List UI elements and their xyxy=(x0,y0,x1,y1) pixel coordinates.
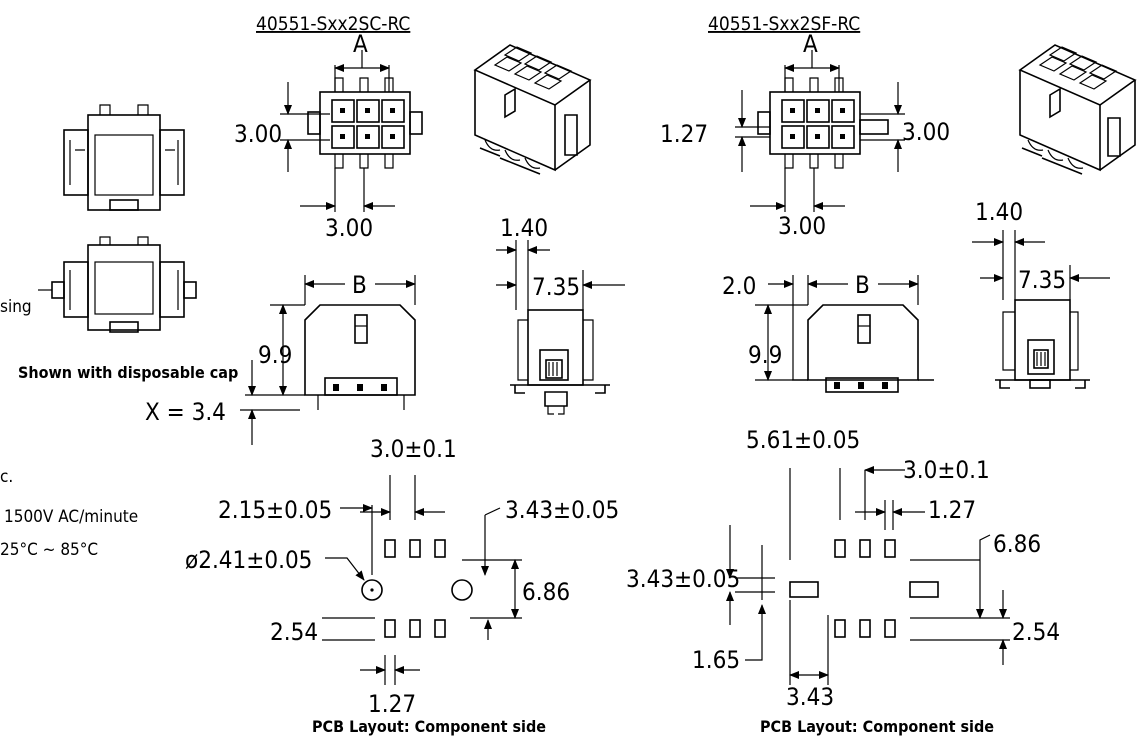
pcb-left-d-686: 6.86 xyxy=(522,578,570,606)
right-connector-iso-view xyxy=(1018,44,1137,175)
right-connector-side-view xyxy=(995,299,1090,389)
dim-right-A: A xyxy=(803,30,818,58)
dim-right-side-735: 7.35 xyxy=(1018,266,1066,294)
dim-left-height-300: 3.00 xyxy=(234,120,282,148)
title-left: 40551-Sxx2SC-RC xyxy=(256,13,410,35)
dim-left-A: A xyxy=(353,30,368,58)
note-line-b: 1500V AC/minute xyxy=(4,507,138,527)
note-line-a: c. xyxy=(0,467,13,487)
dim-right-d-20: 2.0 xyxy=(722,272,756,300)
pcb-right-d-165: 1.65 xyxy=(692,646,740,674)
right-connector-front-view xyxy=(792,304,934,393)
pcb-left-d-343: 3.43±0.05 xyxy=(505,496,619,524)
partial-label-housing: sing xyxy=(0,297,32,317)
pcb-right-d-343b: 3.43 xyxy=(786,683,834,711)
dim-right-h-99: 9.9 xyxy=(748,341,782,369)
note-line-c: 25°C ~ 85°C xyxy=(0,540,98,560)
left-pcb-pads xyxy=(361,539,473,638)
left-connector-front-view xyxy=(304,304,416,410)
right-pcb-pads xyxy=(789,539,939,638)
pcb-right-d-343: 3.43±0.05 xyxy=(626,565,740,593)
pcb-left-d-241: ø2.41±0.05 xyxy=(185,546,312,574)
dim-left-x-34: X = 3.4 xyxy=(145,398,226,426)
pcb-left-d-254: 2.54 xyxy=(270,618,318,646)
dim-right-h-127: 1.27 xyxy=(660,120,708,148)
caption-disposable-cap: Shown with disposable cap xyxy=(18,363,238,382)
pcb-right-d-254: 2.54 xyxy=(1012,618,1060,646)
left-connector-top-view xyxy=(307,77,423,169)
dim-right-side-140: 1.40 xyxy=(975,198,1023,226)
pcb-left-d-215: 2.15±0.05 xyxy=(218,496,332,524)
pcb-right-d-686: 6.86 xyxy=(993,530,1041,558)
dim-right-B: B xyxy=(855,271,870,299)
left-top-view-small xyxy=(63,104,185,211)
title-right: 40551-Sxx2SF-RC xyxy=(708,13,860,35)
pcb-right-caption: PCB Layout: Component side xyxy=(760,717,994,736)
right-connector-top-view xyxy=(757,77,889,169)
dim-left-B: B xyxy=(352,271,367,299)
dim-right-pitch-300: 3.00 xyxy=(778,212,826,240)
pcb-right-d-561: 5.61±0.05 xyxy=(746,426,860,454)
dim-left-pitch-300: 3.00 xyxy=(325,214,373,242)
pcb-right-d-127: 1.27 xyxy=(928,496,976,524)
pcb-left-caption: PCB Layout: Component side xyxy=(312,717,546,736)
dim-left-side-735: 7.35 xyxy=(532,273,580,301)
left-connector-side-view xyxy=(510,309,610,415)
dim-right-height-300: 3.00 xyxy=(902,118,950,146)
dim-left-side-140: 1.40 xyxy=(500,214,548,242)
left-top-view-small-with-cap xyxy=(38,236,197,333)
left-connector-iso-view xyxy=(473,44,592,175)
pcb-left-d-30: 3.0±0.1 xyxy=(370,435,457,463)
pcb-left-d-127: 1.27 xyxy=(368,690,416,718)
pcb-right-d-30: 3.0±0.1 xyxy=(903,456,990,484)
dim-left-h-99: 9.9 xyxy=(258,341,292,369)
